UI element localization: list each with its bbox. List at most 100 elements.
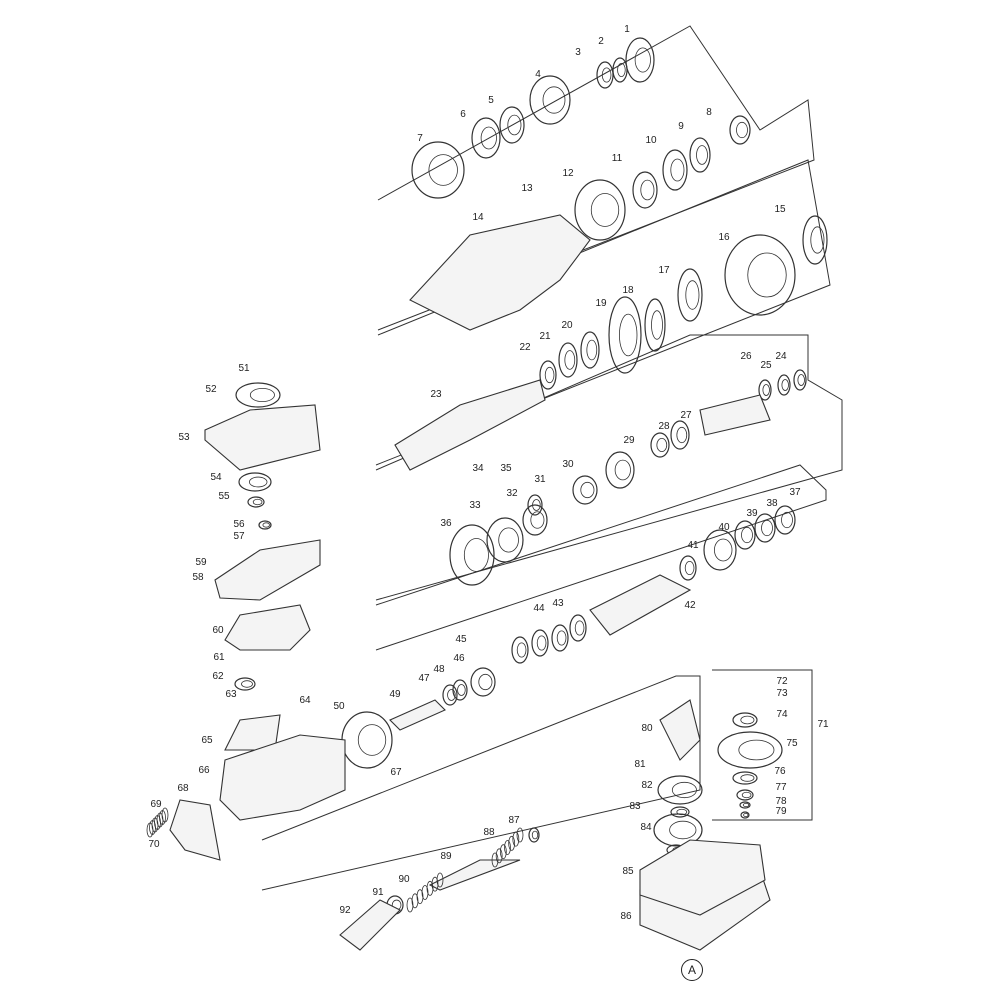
part-label-26: 26 <box>740 351 752 362</box>
o-ring-inner <box>556 630 567 646</box>
spring-88-coil <box>499 844 507 860</box>
part-label-60: 60 <box>212 625 224 636</box>
barrel <box>724 234 796 316</box>
part-label-80: 80 <box>641 723 653 734</box>
part-label-7: 7 <box>417 133 423 144</box>
ring-inner <box>574 620 585 636</box>
cup-inner <box>507 114 522 136</box>
washer <box>736 789 754 801</box>
part-label-82: 82 <box>641 780 653 791</box>
reference-marker-a: A <box>681 959 703 981</box>
spring-90-coil <box>411 893 419 909</box>
frame-group-2 <box>375 159 831 466</box>
part-label-41: 41 <box>687 540 699 551</box>
crank-49 <box>389 699 446 731</box>
ring <box>740 811 750 819</box>
o-ring <box>734 520 756 550</box>
plug <box>258 520 272 530</box>
part-label-88: 88 <box>483 827 495 838</box>
part-label-22: 22 <box>519 342 531 353</box>
spring-88-coil <box>491 852 499 868</box>
spring-69-coil <box>161 807 169 823</box>
gear <box>449 524 495 586</box>
o-ring <box>531 629 549 657</box>
o-ring <box>247 496 265 508</box>
part-label-33: 33 <box>469 500 481 511</box>
washer <box>732 712 758 728</box>
part-label-31: 31 <box>534 474 546 485</box>
part-label-63: 63 <box>225 689 237 700</box>
spring-90-coil <box>416 889 424 905</box>
cover-inner <box>428 154 458 186</box>
washer <box>580 331 600 369</box>
washer-inner <box>656 437 668 452</box>
tool-holder-92 <box>339 899 401 951</box>
washer <box>729 115 751 145</box>
part-label-90: 90 <box>398 874 410 885</box>
part-label-64: 64 <box>299 695 311 706</box>
washer-inner <box>586 339 598 361</box>
o-ring-inner <box>252 498 263 506</box>
part-label-42: 42 <box>684 600 696 611</box>
ring <box>569 614 587 642</box>
part-label-36: 36 <box>440 518 452 529</box>
part-label-23: 23 <box>430 389 442 400</box>
part-label-77: 77 <box>775 782 787 793</box>
gear-inner <box>463 538 489 572</box>
cover <box>238 472 272 492</box>
part-label-86: 86 <box>620 911 632 922</box>
washer-inner <box>736 121 748 139</box>
part-label-5: 5 <box>488 95 494 106</box>
part-label-28: 28 <box>658 421 670 432</box>
washer-inner <box>544 366 555 384</box>
o-ring <box>802 215 828 265</box>
part-label-57: 57 <box>233 531 245 542</box>
frame-group-3 <box>375 334 843 601</box>
part-label-4: 4 <box>535 69 541 80</box>
o-ring <box>551 624 569 652</box>
spring-90-coil <box>421 885 429 900</box>
part-label-14: 14 <box>472 212 484 223</box>
part-label-25: 25 <box>760 360 772 371</box>
spring-90-coil <box>436 872 444 888</box>
gear-inner <box>241 680 253 688</box>
ring-inner <box>651 310 663 340</box>
cylinder-42 <box>589 574 692 636</box>
o-ring <box>758 379 772 401</box>
part-label-66: 66 <box>198 765 210 776</box>
part-label-91: 91 <box>372 887 384 898</box>
part-label-85: 85 <box>622 866 634 877</box>
sleeve-inner <box>614 459 631 481</box>
spring-90-coil <box>426 880 434 896</box>
ring-inner <box>617 63 626 78</box>
washer-inner <box>740 715 755 725</box>
part-label-12: 12 <box>562 168 574 179</box>
part-label-70: 70 <box>148 839 160 850</box>
nose-cap <box>625 37 655 83</box>
sleeve <box>605 451 635 489</box>
part-label-24: 24 <box>775 351 787 362</box>
part-label-40: 40 <box>718 522 730 533</box>
ring-inner <box>743 812 749 818</box>
o-ring-large-inner <box>619 313 638 357</box>
o-ring-inner <box>781 511 793 529</box>
bearing-inner <box>671 781 697 799</box>
spindle-23 <box>394 379 546 471</box>
spring-90-coil <box>406 897 414 913</box>
washer <box>596 61 614 89</box>
ring-inner <box>696 145 708 165</box>
part-label-83: 83 <box>629 801 641 812</box>
part-label-16: 16 <box>718 232 730 243</box>
bearing-inner <box>685 280 700 310</box>
nose-cap-inner <box>634 47 651 73</box>
washer-inner <box>740 774 755 782</box>
part-label-62: 62 <box>212 671 224 682</box>
washer <box>670 420 690 450</box>
o-ring-inner <box>684 561 695 576</box>
cover <box>411 141 465 199</box>
part-label-8: 8 <box>706 107 712 118</box>
ring-inner <box>742 802 750 808</box>
bearing <box>657 775 703 805</box>
gear-housing-66 <box>219 734 346 821</box>
part-label-76: 76 <box>774 766 786 777</box>
